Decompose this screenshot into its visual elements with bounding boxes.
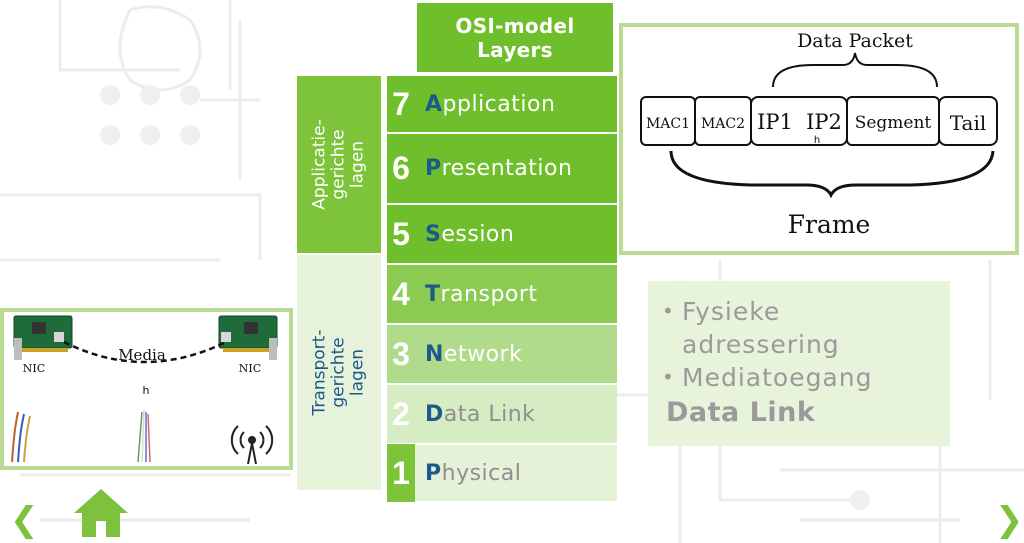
layer-2-number: 2: [392, 395, 410, 432]
layer-1-number: 1: [387, 444, 415, 502]
media-label: Media: [118, 346, 166, 364]
copper-cable-icon: [11, 411, 31, 463]
layer-5-number: 5: [392, 215, 410, 252]
nic-right-icon: [218, 315, 278, 360]
frame-diagram: Data Packet MAC1 MAC2 IP1 IP2 h Segment …: [619, 23, 1019, 255]
info-bullet-2: Mediatoegang: [662, 361, 950, 394]
nic-media-illustration: Media NIC NIC h: [0, 308, 293, 470]
nic-svg: Media NIC NIC h: [11, 315, 278, 465]
group-transport-label: Transport- gerichte lagen: [309, 329, 368, 416]
cell-tail: [938, 96, 998, 146]
layer-7-name: Application: [425, 91, 556, 117]
group-application-label: Applicatie- gerichte lagen: [309, 119, 368, 210]
data-packet-label: Data Packet: [797, 30, 913, 52]
nic-right-label: NIC: [239, 362, 261, 375]
layer-4-number: 4: [392, 275, 410, 312]
cell-segment-label: Segment: [855, 113, 932, 133]
layer-3-number: 3: [392, 335, 410, 372]
frame-diagram-svg: Data Packet MAC1 MAC2 IP1 IP2 h Segment …: [640, 30, 998, 239]
nic-left-label: NIC: [23, 362, 45, 375]
layer-6-number: 6: [392, 150, 410, 186]
data-packet-brace: [772, 52, 938, 88]
layer-7[interactable]: 7 Application: [387, 76, 617, 134]
fiber-cable-icon: [137, 409, 151, 463]
osi-header-line1: OSI-model: [455, 13, 575, 38]
osi-header: OSI-model Layers: [417, 3, 613, 72]
frame-label: Frame: [788, 210, 871, 239]
wireless-antenna-icon: [230, 425, 274, 465]
frame-brace: [669, 150, 995, 199]
home-icon[interactable]: [72, 487, 130, 539]
layer-3[interactable]: 3 Network: [387, 325, 617, 385]
nic-left-icon: [13, 315, 73, 360]
layer-1-name: Physical: [425, 460, 522, 486]
cell-ip-h-mark: h: [814, 135, 820, 146]
layer-5[interactable]: 5 Session: [387, 205, 617, 265]
osi-header-line2: Layers: [477, 37, 553, 62]
layer-6[interactable]: 6 Presentation: [387, 134, 617, 205]
group-transport: Transport- gerichte lagen: [297, 255, 381, 490]
cell-tail-label: Tail: [950, 111, 987, 135]
layer-5-name: Session: [425, 221, 515, 247]
cell-mac1-label: MAC1: [646, 116, 690, 132]
layer-6-name: Presentation: [425, 156, 573, 181]
nic-h-mark: h: [143, 384, 150, 397]
layer-7-number: 7: [392, 85, 410, 122]
media-dashed-line: [63, 340, 227, 364]
layer-1[interactable]: 1 Physical: [387, 444, 617, 503]
cell-mac2-label: MAC2: [701, 116, 745, 132]
next-slide-button[interactable]: ❯: [995, 500, 1024, 540]
info-title: Data Link: [666, 397, 816, 428]
layer-2-name: Data Link: [425, 401, 536, 427]
cell-ip2-label: IP2: [806, 110, 842, 134]
layer-2[interactable]: 2 Data Link: [387, 385, 617, 445]
prev-slide-button[interactable]: ❮: [10, 500, 39, 540]
cell-ip1-label: IP1: [757, 110, 793, 134]
group-application: Applicatie- gerichte lagen: [297, 76, 381, 253]
layer-3-name: Network: [425, 341, 523, 367]
layer-4-name: Transport: [425, 281, 538, 307]
layer-4[interactable]: 4 Transport: [387, 265, 617, 325]
